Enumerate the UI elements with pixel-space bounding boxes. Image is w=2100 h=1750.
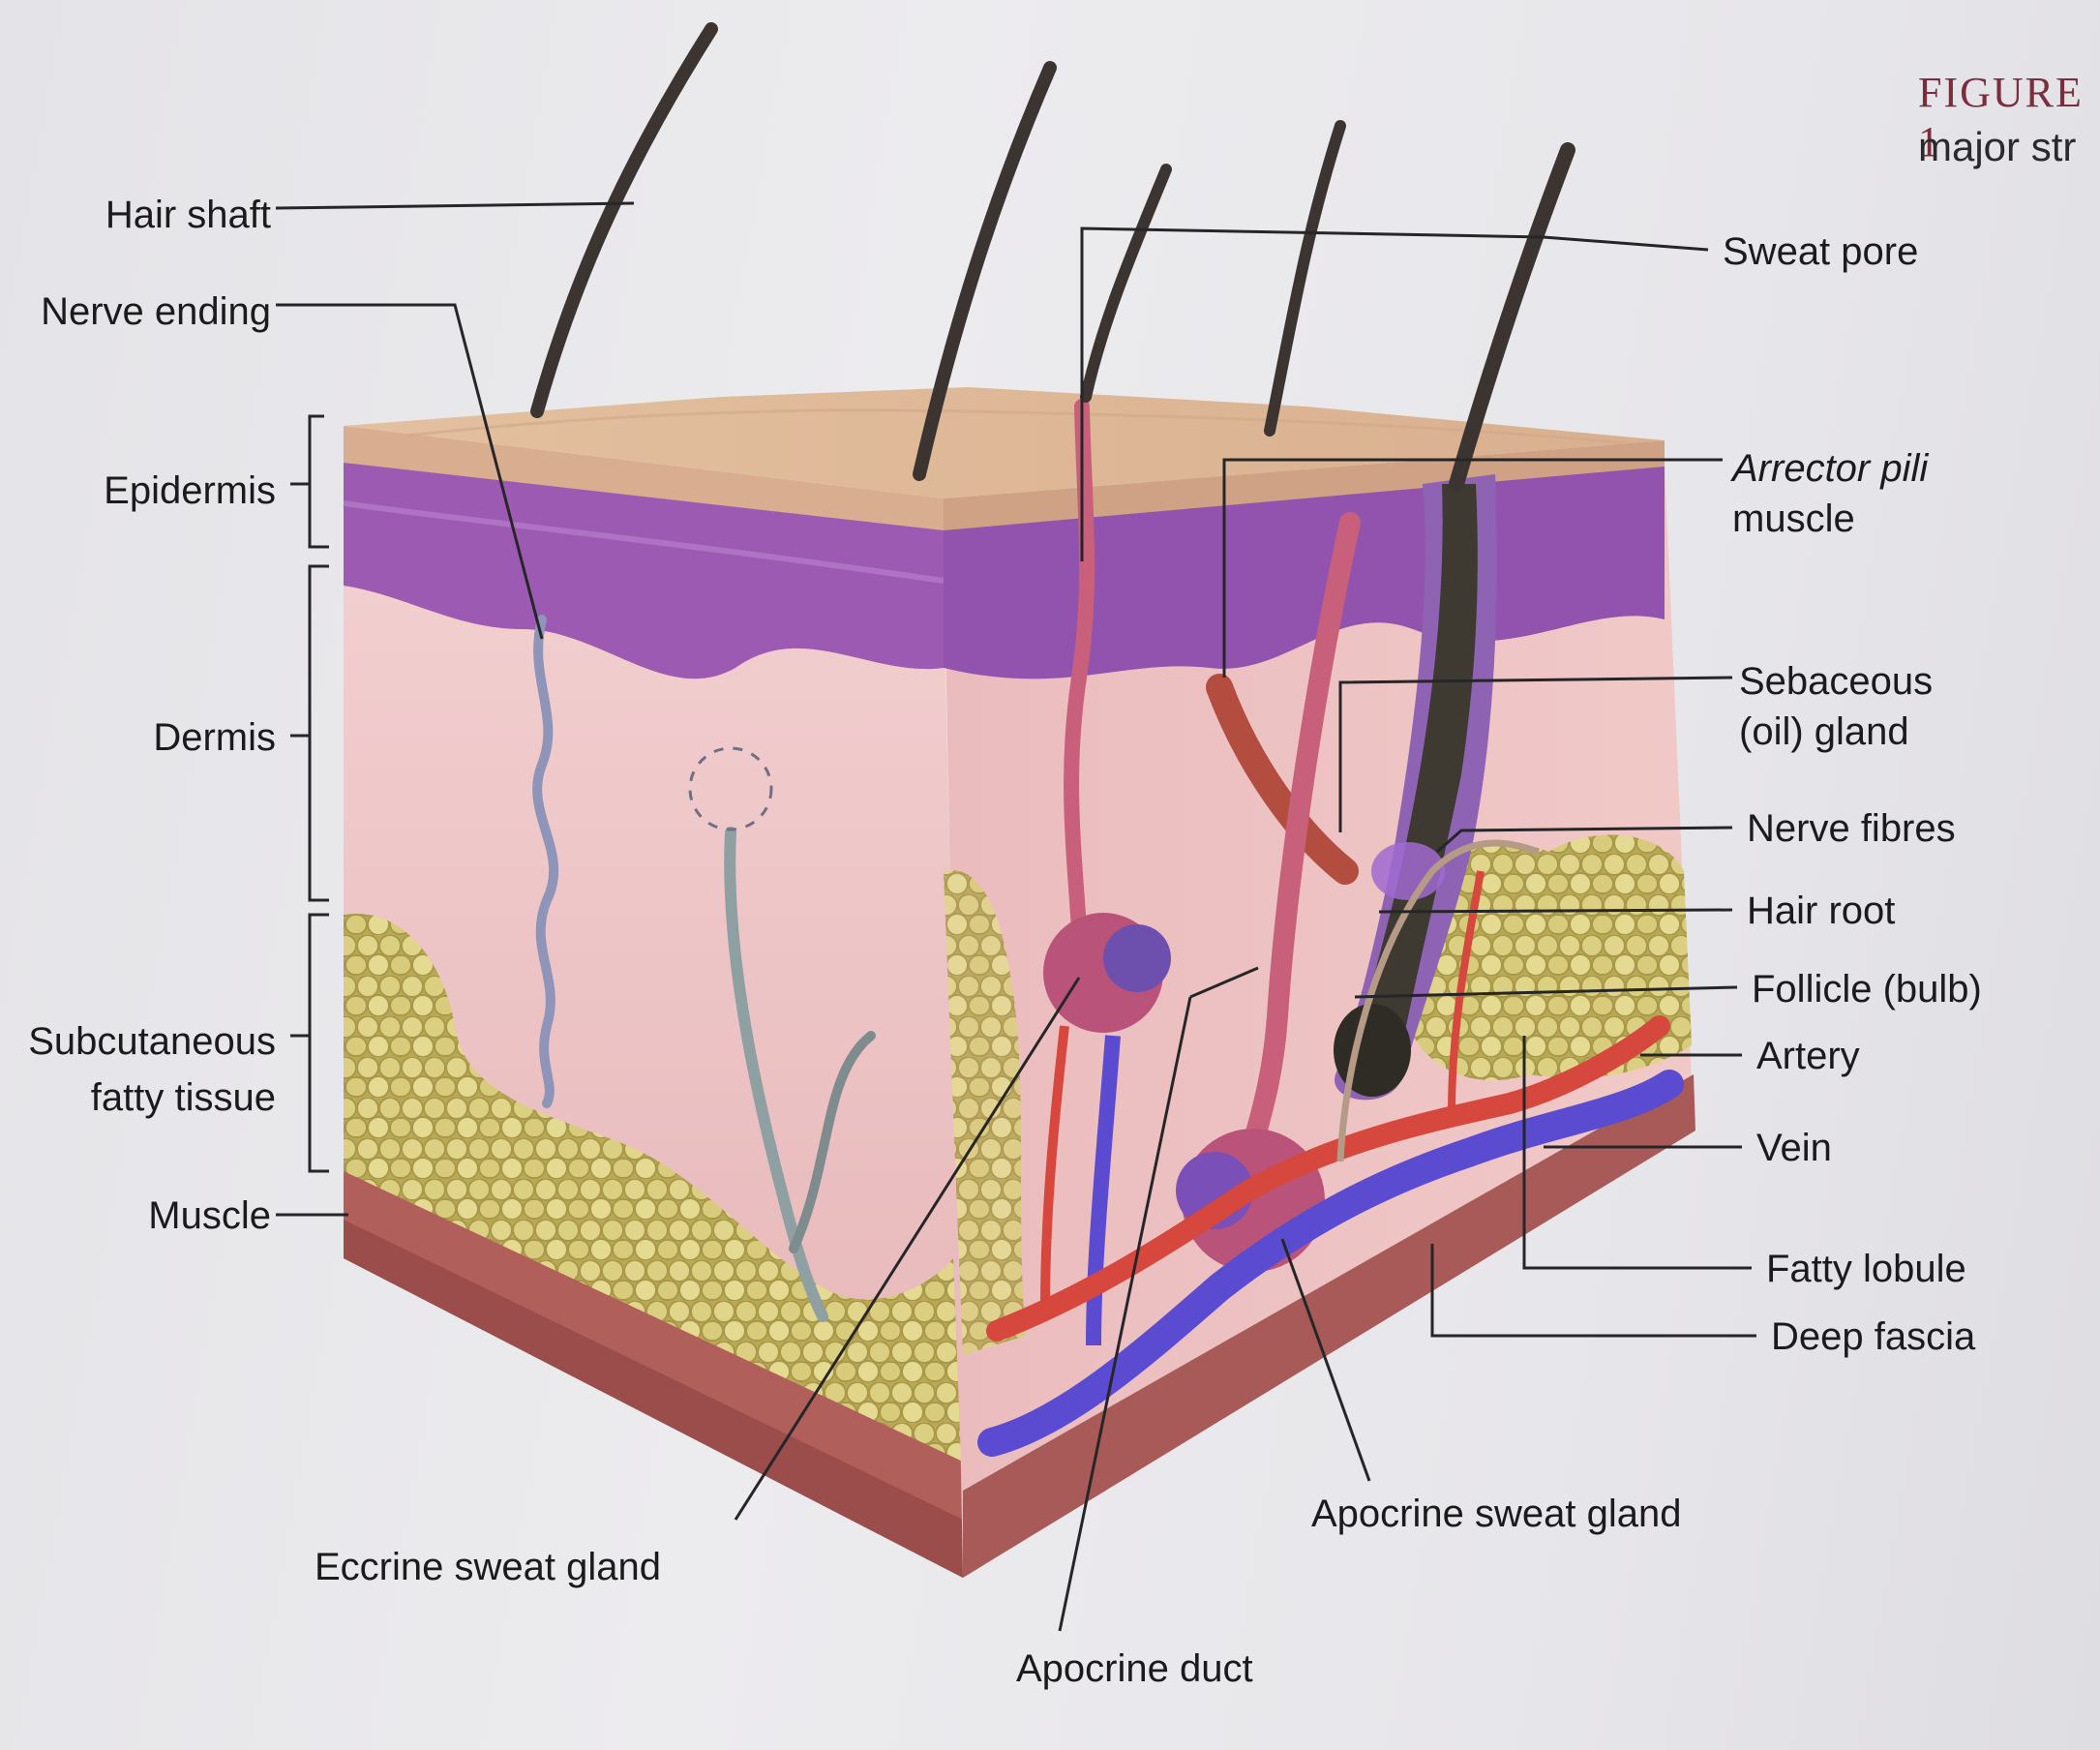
- left-fat-layer: [344, 913, 963, 1510]
- leader-hair-root: [1378, 908, 1733, 914]
- artery-branch: [1040, 1025, 1069, 1308]
- label-arrector-pili-1: Arrector pili: [1732, 447, 1929, 490]
- label-eccrine-sweat-gland: Eccrine sweat gland: [315, 1546, 661, 1588]
- leader-arrector: [1222, 458, 1723, 678]
- label-subcutaneous-1: Subcutaneous: [28, 1020, 276, 1063]
- hair-shafts: [530, 22, 1575, 492]
- sebaceous-gland-shape: [1371, 842, 1445, 900]
- label-sebaceous-2: (oil) gland: [1739, 710, 1909, 753]
- right-dermis: [944, 465, 1694, 1578]
- label-hair-shaft: Hair shaft: [105, 194, 271, 236]
- label-sebaceous-1: Sebaceous: [1739, 660, 1934, 703]
- leader-deep-fascia: [1430, 1244, 1756, 1338]
- left-muscle-shade: [344, 1220, 963, 1578]
- right-surface-strip: [944, 440, 1665, 530]
- blood-vessels: [977, 839, 1684, 1457]
- leader-sweat-pore: [1080, 226, 1709, 561]
- label-apocrine-sweat-gland: Apocrine sweat gland: [1311, 1493, 1682, 1535]
- label-vein: Vein: [1756, 1127, 1832, 1169]
- leader-nerve-ending: [276, 303, 544, 640]
- label-subcutaneous-2: fatty tissue: [90, 1076, 276, 1119]
- left-epidermis-highlight: [343, 500, 945, 584]
- top-surface-texture: [405, 408, 1627, 445]
- eccrine-gland-coil-dark: [1103, 924, 1171, 992]
- label-fatty-lobule: Fatty lobule: [1766, 1248, 1966, 1290]
- hair-shaft-1: [530, 22, 718, 418]
- leader-dermis: [308, 564, 329, 902]
- label-muscle: Muscle: [148, 1194, 271, 1237]
- nerve-ending-shape: [532, 615, 559, 1108]
- left-epidermis-band: [344, 460, 944, 679]
- label-artery: Artery: [1756, 1035, 1860, 1077]
- receptor-stalk: [724, 827, 828, 1322]
- leader-subcut: [308, 913, 329, 1173]
- leader-hair-shaft: [275, 201, 635, 210]
- label-apocrine-duct: Apocrine duct: [1016, 1647, 1253, 1690]
- label-deep-fascia: Deep fascia: [1771, 1315, 1976, 1358]
- leader-apocrine-gland: [1280, 1238, 1371, 1482]
- right-fat-edge: [944, 870, 1026, 1355]
- leader-lines: [275, 201, 1756, 1632]
- receptor-branch: [789, 1031, 876, 1253]
- label-hair-root: Hair root: [1747, 890, 1896, 932]
- follicle-bulb-shape: [1334, 1004, 1411, 1097]
- figure-subcaption: major str: [1918, 124, 2077, 169]
- leader-epidermis: [308, 414, 329, 549]
- eccrine-duct-shape: [1064, 399, 1095, 937]
- sweat-gland-group: [1043, 399, 1361, 1272]
- leader-sebaceous: [1338, 676, 1733, 832]
- right-muscle-layer: [963, 1074, 1695, 1578]
- receptor-ring: [688, 746, 773, 831]
- nerve-fibre-shape: [1336, 839, 1541, 1162]
- vein-branch: [1086, 1035, 1121, 1346]
- artery-branch-2: [1448, 870, 1485, 1114]
- hair-shaft-3: [1080, 164, 1172, 403]
- label-nerve-ending: Nerve ending: [41, 290, 271, 333]
- label-epidermis: Epidermis: [104, 469, 276, 512]
- leader-apocrine-duct: [1058, 996, 1192, 1632]
- label-dermis: Dermis: [153, 716, 276, 759]
- hair-shaft-5: [1449, 142, 1575, 492]
- leader-nerve-fibres: [1436, 826, 1733, 854]
- leader-follicle: [1354, 985, 1738, 999]
- leader-eccrine: [734, 977, 1081, 1521]
- leader-fatty-lobule: [1522, 1036, 1752, 1270]
- vein-shape: [977, 1070, 1684, 1457]
- leader-apocrine-duct-b: [1189, 966, 1259, 999]
- artery-shape: [986, 1015, 1670, 1342]
- left-face: [343, 426, 963, 1578]
- label-arrector-pili-2: muscle: [1732, 498, 1855, 540]
- hair-root-shape: [1350, 484, 1478, 1088]
- arrector-pili-shape: [1206, 674, 1359, 885]
- label-nerve-fibres: Nerve fibres: [1747, 807, 1956, 850]
- figure-caption: FIGURE 1: [1918, 69, 2084, 166]
- label-follicle-bulb: Follicle (bulb): [1752, 968, 1982, 1011]
- apocrine-duct-shape: [1238, 512, 1361, 1172]
- hair-shaft-4: [1264, 120, 1346, 437]
- hair-shaft-2: [913, 61, 1057, 481]
- label-sweat-pore: Sweat pore: [1723, 230, 1919, 273]
